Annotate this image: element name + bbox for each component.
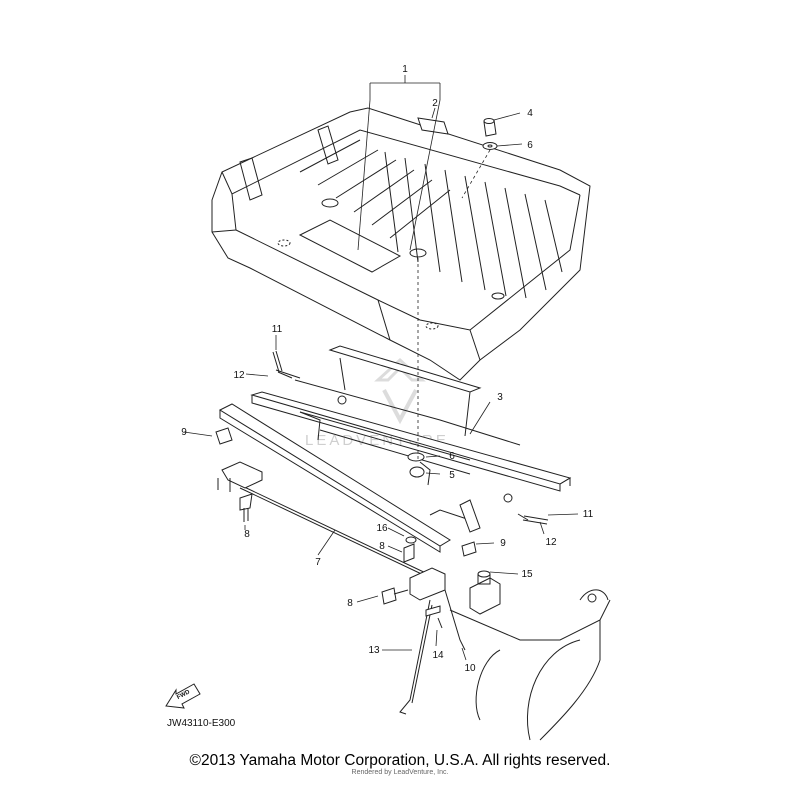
part-number-4: 4 <box>527 108 533 119</box>
part-number-8: 8 <box>379 541 385 552</box>
part-number-6: 6 <box>527 140 533 151</box>
copyright-notice: ©2013 Yamaha Motor Corporation, U.S.A. A… <box>190 752 611 769</box>
fasteners <box>215 118 549 605</box>
part-number-16: 16 <box>376 523 388 534</box>
part-number-7: 7 <box>315 557 321 568</box>
part-number-11: 11 <box>272 324 283 335</box>
frame <box>250 345 572 533</box>
assembly-lines <box>417 149 491 460</box>
part-number-1: 1 <box>402 64 408 75</box>
part-number-13: 13 <box>368 645 380 656</box>
leader-lines <box>183 75 579 661</box>
part-number-9: 9 <box>181 427 187 438</box>
part-number-8: 8 <box>347 598 353 609</box>
part-number-12: 12 <box>545 537 557 548</box>
bracket <box>469 570 501 615</box>
part-number-10: 10 <box>464 663 476 674</box>
part-number-5: 5 <box>449 470 455 481</box>
part-number-14: 14 <box>432 650 444 661</box>
part-number-8: 8 <box>244 529 250 540</box>
part-number-2: 2 <box>432 98 438 109</box>
part-number-12: 12 <box>233 370 245 381</box>
rendered-by: Rendered by LeadVenture, Inc. <box>352 769 449 776</box>
part-number-3: 3 <box>497 392 503 403</box>
part-number-11: 11 <box>583 509 594 520</box>
part-number-9: 9 <box>500 538 506 549</box>
vehicle-frame <box>449 589 611 741</box>
part-number-15: 15 <box>521 569 533 580</box>
cargo-bed <box>211 107 591 381</box>
reference-code: JW43110-E300 <box>167 718 236 729</box>
fwd-arrow-icon: FWD <box>165 683 201 709</box>
latch-assembly <box>399 567 466 715</box>
part-labels: 1 2 3 4 5 6 6 7 8 8 8 9 9 10 11 11 12 12… <box>181 64 593 674</box>
part-number-6: 6 <box>449 451 455 462</box>
hinge-bracket <box>218 403 451 553</box>
